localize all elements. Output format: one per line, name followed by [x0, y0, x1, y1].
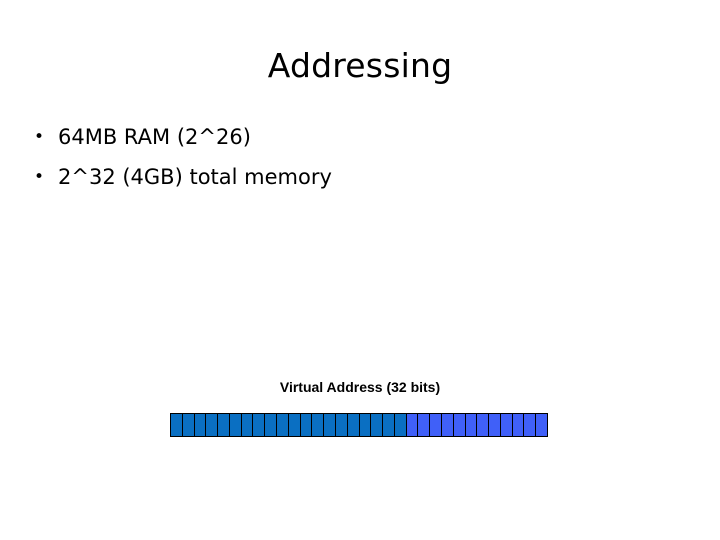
bit-bar [170, 413, 548, 437]
bit-cell-page-offset [489, 414, 501, 436]
bit-cell-virtual-page-number [241, 414, 254, 436]
bit-bar-container [170, 413, 548, 437]
bullet-list: • 64MB RAM (2^26) • 2^32 (4GB) total mem… [34, 120, 684, 200]
bit-cell-page-offset [536, 414, 547, 436]
bit-cell-page-offset [418, 414, 431, 436]
bullet-text: 64MB RAM (2^26) [58, 125, 251, 149]
bit-cell-page-offset [465, 414, 478, 436]
bit-cell-page-offset [406, 414, 419, 436]
bullet-marker-icon: • [34, 127, 45, 147]
bit-cell-page-offset [430, 414, 442, 436]
bit-cell-virtual-page-number [206, 414, 219, 436]
bit-cell-virtual-page-number [324, 414, 336, 436]
list-item: • 64MB RAM (2^26) [34, 120, 684, 154]
bit-cell-virtual-page-number [218, 414, 230, 436]
bit-cell-virtual-page-number [312, 414, 325, 436]
bit-cell-virtual-page-number [182, 414, 195, 436]
bullet-marker-icon: • [34, 167, 45, 187]
virtual-address-diagram: Virtual Address (32 bits) [0, 378, 720, 437]
bit-cell-virtual-page-number [300, 414, 313, 436]
bit-cell-virtual-page-number [277, 414, 289, 436]
page-title: Addressing [267, 46, 453, 85]
bit-cell-page-offset [524, 414, 537, 436]
bit-cell-virtual-page-number [394, 414, 407, 436]
bit-cell-page-offset [477, 414, 490, 436]
bit-cell-virtual-page-number [171, 414, 183, 436]
bit-cell-virtual-page-number [229, 414, 242, 436]
bit-cell-page-offset [453, 414, 466, 436]
list-item: • 2^32 (4GB) total memory [34, 160, 684, 194]
bit-cell-page-offset [441, 414, 454, 436]
diagram-caption: Virtual Address (32 bits) [279, 379, 441, 395]
bit-cell-virtual-page-number [347, 414, 360, 436]
bullet-text: 2^32 (4GB) total memory [58, 165, 332, 189]
bit-cell-virtual-page-number [383, 414, 395, 436]
bit-cell-virtual-page-number [253, 414, 266, 436]
bit-cell-virtual-page-number [265, 414, 278, 436]
bit-cell-page-offset [512, 414, 525, 436]
bit-cell-virtual-page-number [288, 414, 301, 436]
bit-cell-virtual-page-number [359, 414, 372, 436]
bit-cell-virtual-page-number [371, 414, 384, 436]
bit-cell-virtual-page-number [335, 414, 348, 436]
bit-cell-page-offset [500, 414, 513, 436]
bit-cell-virtual-page-number [194, 414, 207, 436]
